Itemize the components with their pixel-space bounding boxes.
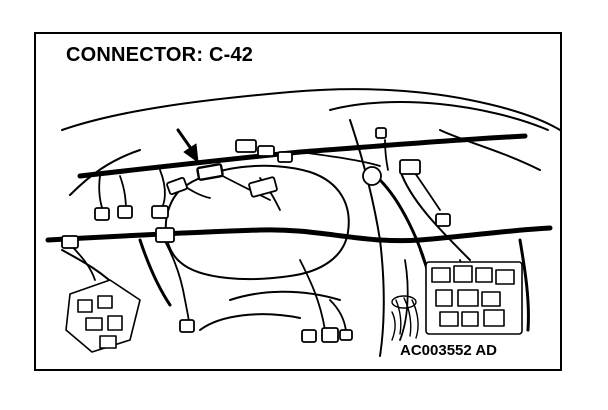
wire-bundle — [391, 295, 419, 341]
connector — [94, 207, 110, 221]
connector — [166, 176, 188, 196]
dashboard-outline — [61, 88, 561, 357]
grommet — [362, 166, 382, 186]
relay-block — [425, 261, 523, 335]
connector — [339, 329, 353, 341]
connector — [235, 139, 257, 153]
junction-block — [65, 279, 141, 353]
connector — [117, 205, 133, 219]
connector — [399, 159, 421, 175]
connector — [248, 176, 278, 198]
connector — [61, 235, 79, 249]
connector — [257, 145, 275, 157]
connector — [301, 329, 317, 343]
connector — [375, 127, 387, 139]
arrow-down-right-icon — [176, 128, 199, 163]
connector — [151, 205, 169, 219]
connector — [277, 151, 293, 163]
connector — [435, 213, 451, 227]
reference-code: AC003552 AD — [398, 342, 499, 359]
connector-shapes — [61, 127, 451, 343]
connector — [155, 227, 175, 243]
connector-c-42 — [196, 163, 224, 181]
connector — [321, 327, 339, 343]
connector — [179, 319, 195, 333]
diagram-title: CONNECTOR: C-42 — [66, 44, 254, 66]
